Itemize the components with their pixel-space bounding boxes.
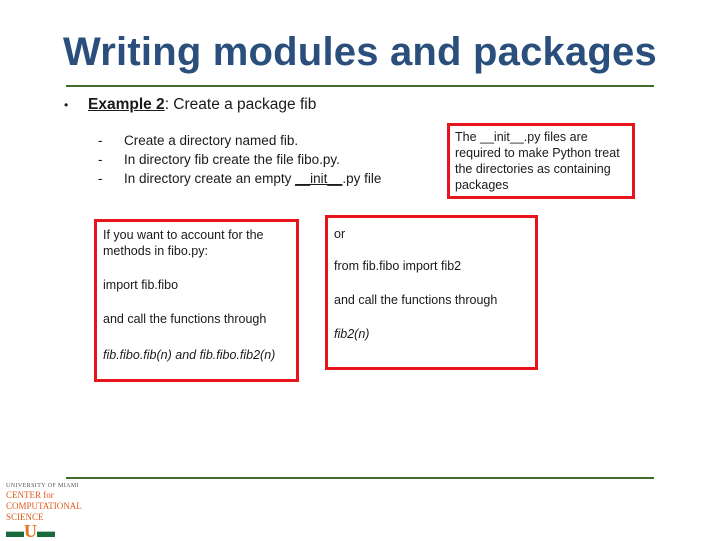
box-text: If you want to account for the methods i… — [103, 228, 264, 258]
example-bullet: • Example 2 : Create a package fib — [64, 96, 316, 114]
step-list: - Create a directory named fib. - In dir… — [98, 131, 381, 188]
box-code: fib.fibo.fib(n) and fib.fibo.fib2(n) — [103, 348, 276, 362]
logo-science-text: SCIENCE — [6, 512, 44, 522]
footer-divider — [66, 477, 654, 479]
step-text-prefix: In directory create an empty — [124, 171, 296, 186]
logo-center-text: CENTER for — [6, 490, 54, 500]
step-text: Create a directory named fib. — [124, 133, 299, 148]
step-text: In directory create an empty __init__.py… — [124, 169, 381, 188]
university-logo: UNIVERSITY OF MIAMI CENTER for COMPUTATI… — [6, 483, 102, 541]
slide-title: Writing modules and packages — [63, 30, 657, 74]
box-code: import fib.fibo — [103, 278, 179, 292]
example-label: Example 2 — [88, 96, 165, 113]
box-text: and call the functions through — [103, 312, 267, 326]
dash-marker: - — [98, 133, 103, 148]
bullet-dot-icon: • — [64, 98, 69, 112]
init-emphasis: __init__ — [295, 171, 343, 186]
box-text: or — [334, 227, 346, 241]
logo-university-text: UNIVERSITY OF MIAMI — [6, 483, 80, 489]
init-note-box: The __init__.py files are required to ma… — [447, 123, 635, 199]
step-text: In directory fib create the file fibo.py… — [124, 152, 340, 167]
list-item: - In directory create an empty __init__.… — [98, 169, 381, 188]
title-divider — [66, 85, 654, 87]
logo-u-icon: ▬U▬ — [6, 521, 55, 541]
example-text: : Create a package fib — [164, 96, 317, 113]
dash-marker: - — [98, 152, 103, 167]
box-code: fib2(n) — [334, 327, 370, 341]
box-text: and call the functions through — [334, 293, 498, 307]
list-item: - Create a directory named fib. — [98, 131, 381, 150]
from-import-box: or from fib.fibo import fib2 and call th… — [325, 215, 538, 370]
list-item: - In directory fib create the file fibo.… — [98, 150, 381, 169]
import-module-box: If you want to account for the methods i… — [94, 219, 299, 382]
logo-computational-text: COMPUTATIONAL — [6, 501, 82, 511]
dash-marker: - — [98, 171, 103, 186]
box-code: from fib.fibo import fib2 — [334, 259, 462, 273]
step-text-suffix: .py file — [342, 171, 382, 186]
